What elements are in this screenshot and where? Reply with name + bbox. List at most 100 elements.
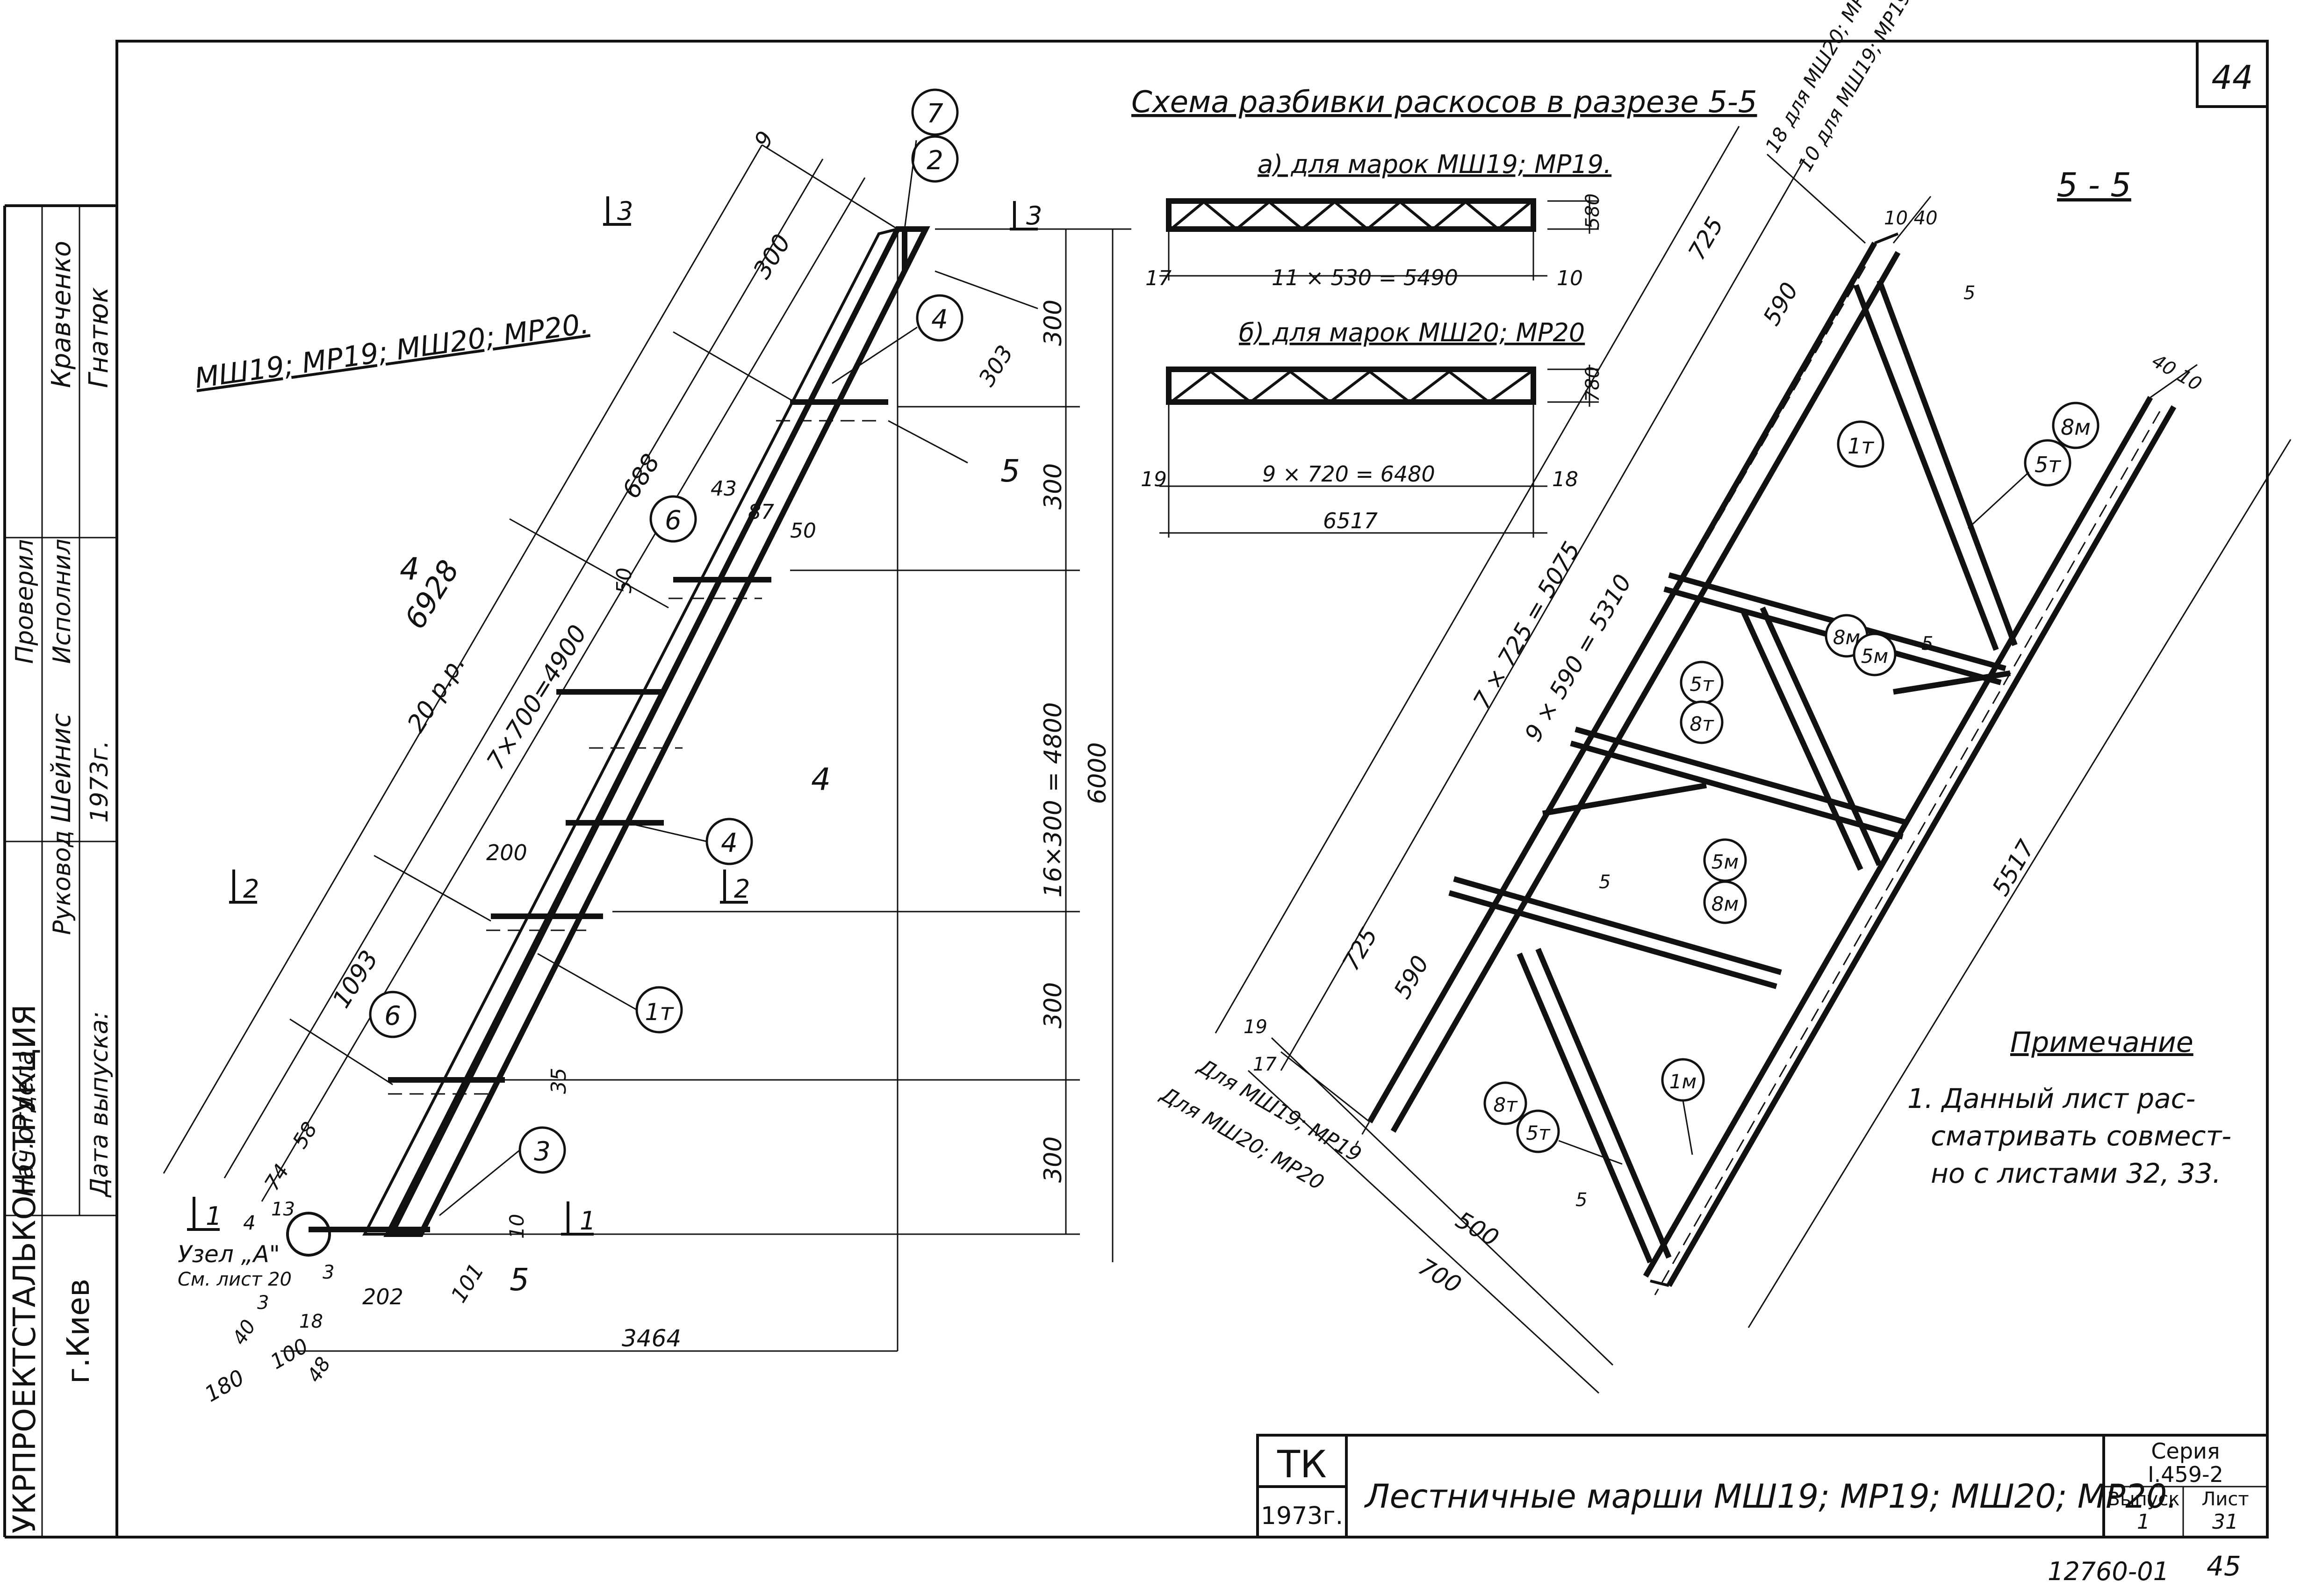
dim-text: 50 [790, 519, 816, 543]
dim-text: 10 [505, 1214, 528, 1239]
dim-text: 688 [617, 449, 665, 503]
title-block-sheet-value: 31 [2212, 1510, 2238, 1534]
note-line: 1. Данный лист рас- [1907, 1083, 2195, 1114]
side-stamp-name: Гнатюк [84, 287, 114, 388]
scheme-title: Схема разбивки раскосов в разрезе 5-5 [1131, 85, 1757, 120]
position-bubble: 7 [911, 88, 959, 136]
dim-text: 43 [711, 477, 737, 501]
position-bubble: 2 [911, 135, 959, 183]
dim-text: 5517 [1987, 835, 2040, 900]
dim-text: 6000 [1084, 742, 1112, 804]
section-mark-2: 2 [229, 870, 259, 904]
svg-text:1: 1 [580, 1206, 596, 1236]
sheet-number-top: 44 [2211, 58, 2253, 97]
title-block-sheet-label: Лист [2201, 1488, 2249, 1510]
dim-text: 100 [266, 1334, 312, 1374]
svg-text:7: 7 [927, 99, 943, 129]
scheme-a-right: 10 [1557, 266, 1583, 290]
scheme-b-caption: б) для марок МШ20; МР20 [1239, 318, 1585, 347]
scheme-a-left: 17 [1145, 266, 1172, 290]
dim-text: 18 [299, 1311, 323, 1332]
note: Примечание 1. Данный лист рас- сматриват… [1907, 1026, 2231, 1189]
node-label: Узел „А" [178, 1241, 280, 1268]
side-stamp-role: Нач.отдела [11, 1050, 39, 1197]
dim-text: 303 [974, 341, 1019, 391]
side-stamp-role: Руковод [48, 830, 76, 935]
side-stamp-name: Шейнис [46, 713, 77, 823]
brace-scheme: Схема разбивки раскосов в разрезе 5-5 а)… [1131, 85, 1757, 538]
position-bubble: 8т [1483, 1081, 1527, 1125]
title-block-series-label: Серия [2151, 1438, 2220, 1464]
dim-text: 180 [201, 1365, 249, 1407]
position-bubble: 4 [705, 818, 753, 865]
svg-text:2: 2 [927, 145, 943, 176]
side-stamp-year: 1973г. [86, 740, 114, 823]
position-bubble: 8м [1703, 880, 1747, 924]
svg-text:8т: 8т [1493, 1093, 1518, 1116]
svg-text:8т: 8т [1690, 712, 1714, 735]
position-bubble: 5т [1680, 661, 1724, 705]
dim-text: 20 р.р. [402, 650, 471, 737]
dim-text: 202 [362, 1284, 403, 1309]
dim-text: 300 [1039, 300, 1067, 346]
side-stamp-role: Исполнил [48, 539, 76, 664]
svg-text:1м: 1м [1669, 1070, 1697, 1093]
svg-text:1т: 1т [645, 999, 675, 1026]
dim-text: 5 [1599, 871, 1611, 893]
dim-text: 16×300 = 4800 [1039, 702, 1067, 898]
title-block-year: 1973г. [1261, 1502, 1343, 1530]
svg-text:3: 3 [534, 1136, 551, 1167]
svg-text:6: 6 [384, 1001, 401, 1031]
svg-text:5м: 5м [1861, 645, 1888, 668]
side-stamp-name: Кравченко [46, 241, 77, 388]
section-mark-3b: 3 [1010, 201, 1042, 230]
dim-text: 500 [1451, 1206, 1503, 1252]
svg-text:6: 6 [665, 505, 682, 536]
dim-text: 725 [1337, 923, 1383, 975]
svg-text:4: 4 [721, 828, 738, 858]
section-mark-1: 1 [187, 1197, 222, 1231]
dim-text: 50 [612, 568, 636, 594]
section-mark-5: 5 [1000, 453, 1020, 489]
side-stamp-role: Дата выпуска: [86, 1011, 114, 1198]
position-bubble: 1т [635, 986, 683, 1034]
position-bubble: 5т [2024, 439, 2071, 487]
section-mark-2b: 2 [720, 870, 750, 904]
svg-text:4: 4 [931, 304, 948, 335]
dim-text: 590 [1388, 951, 1434, 1003]
section-mark-4: 4 [400, 551, 419, 587]
scheme-b-total: 6517 [1323, 508, 1378, 533]
sheet-frame [115, 40, 2269, 1538]
svg-text:3: 3 [617, 196, 633, 226]
scheme-b-right: 18 [1552, 467, 1578, 491]
svg-text:5т: 5т [1526, 1122, 1551, 1144]
svg-text:5м: 5м [1711, 850, 1739, 873]
note-line: сматривать совмест- [1931, 1120, 2231, 1152]
stair-side-view: 3 3 2 2 1 1 4 4 5 5 [163, 88, 1131, 1407]
side-stamp-role: Проверил [11, 539, 39, 664]
dim-text: 10 40 [1884, 208, 1938, 229]
svg-text:2: 2 [734, 874, 750, 904]
title-block-title: Лестничные марши МШ19; МР19; МШ20; МР20. [1364, 1477, 2178, 1516]
position-bubble: 8т [1680, 700, 1724, 744]
dim-text: 35 [547, 1068, 571, 1094]
dim-text: 725 [1683, 212, 1729, 265]
svg-text:5т: 5т [1690, 673, 1714, 696]
dim-text: 3464 [622, 1325, 681, 1352]
node-ref: См. лист 20 [178, 1269, 292, 1290]
dim-text: 17 [1253, 1054, 1277, 1075]
dim-text: 300 [748, 230, 796, 284]
scheme-a-height: 580 [1582, 194, 1603, 229]
dim-text: 101 [446, 1259, 489, 1307]
side-org-city: г.Киев [60, 1279, 96, 1384]
dim-text: 5 [1921, 633, 1933, 654]
svg-text:3: 3 [1026, 201, 1042, 230]
position-bubble: 5т [1516, 1109, 1560, 1153]
dim-text: 4 [243, 1211, 256, 1234]
dim-text: 9 [749, 127, 779, 153]
dim-text: 48 [302, 1353, 335, 1386]
title-block-issue-label: Выпуск [2107, 1488, 2180, 1510]
dim-text: 13 [271, 1199, 295, 1220]
svg-text:8м: 8м [2061, 415, 2091, 440]
